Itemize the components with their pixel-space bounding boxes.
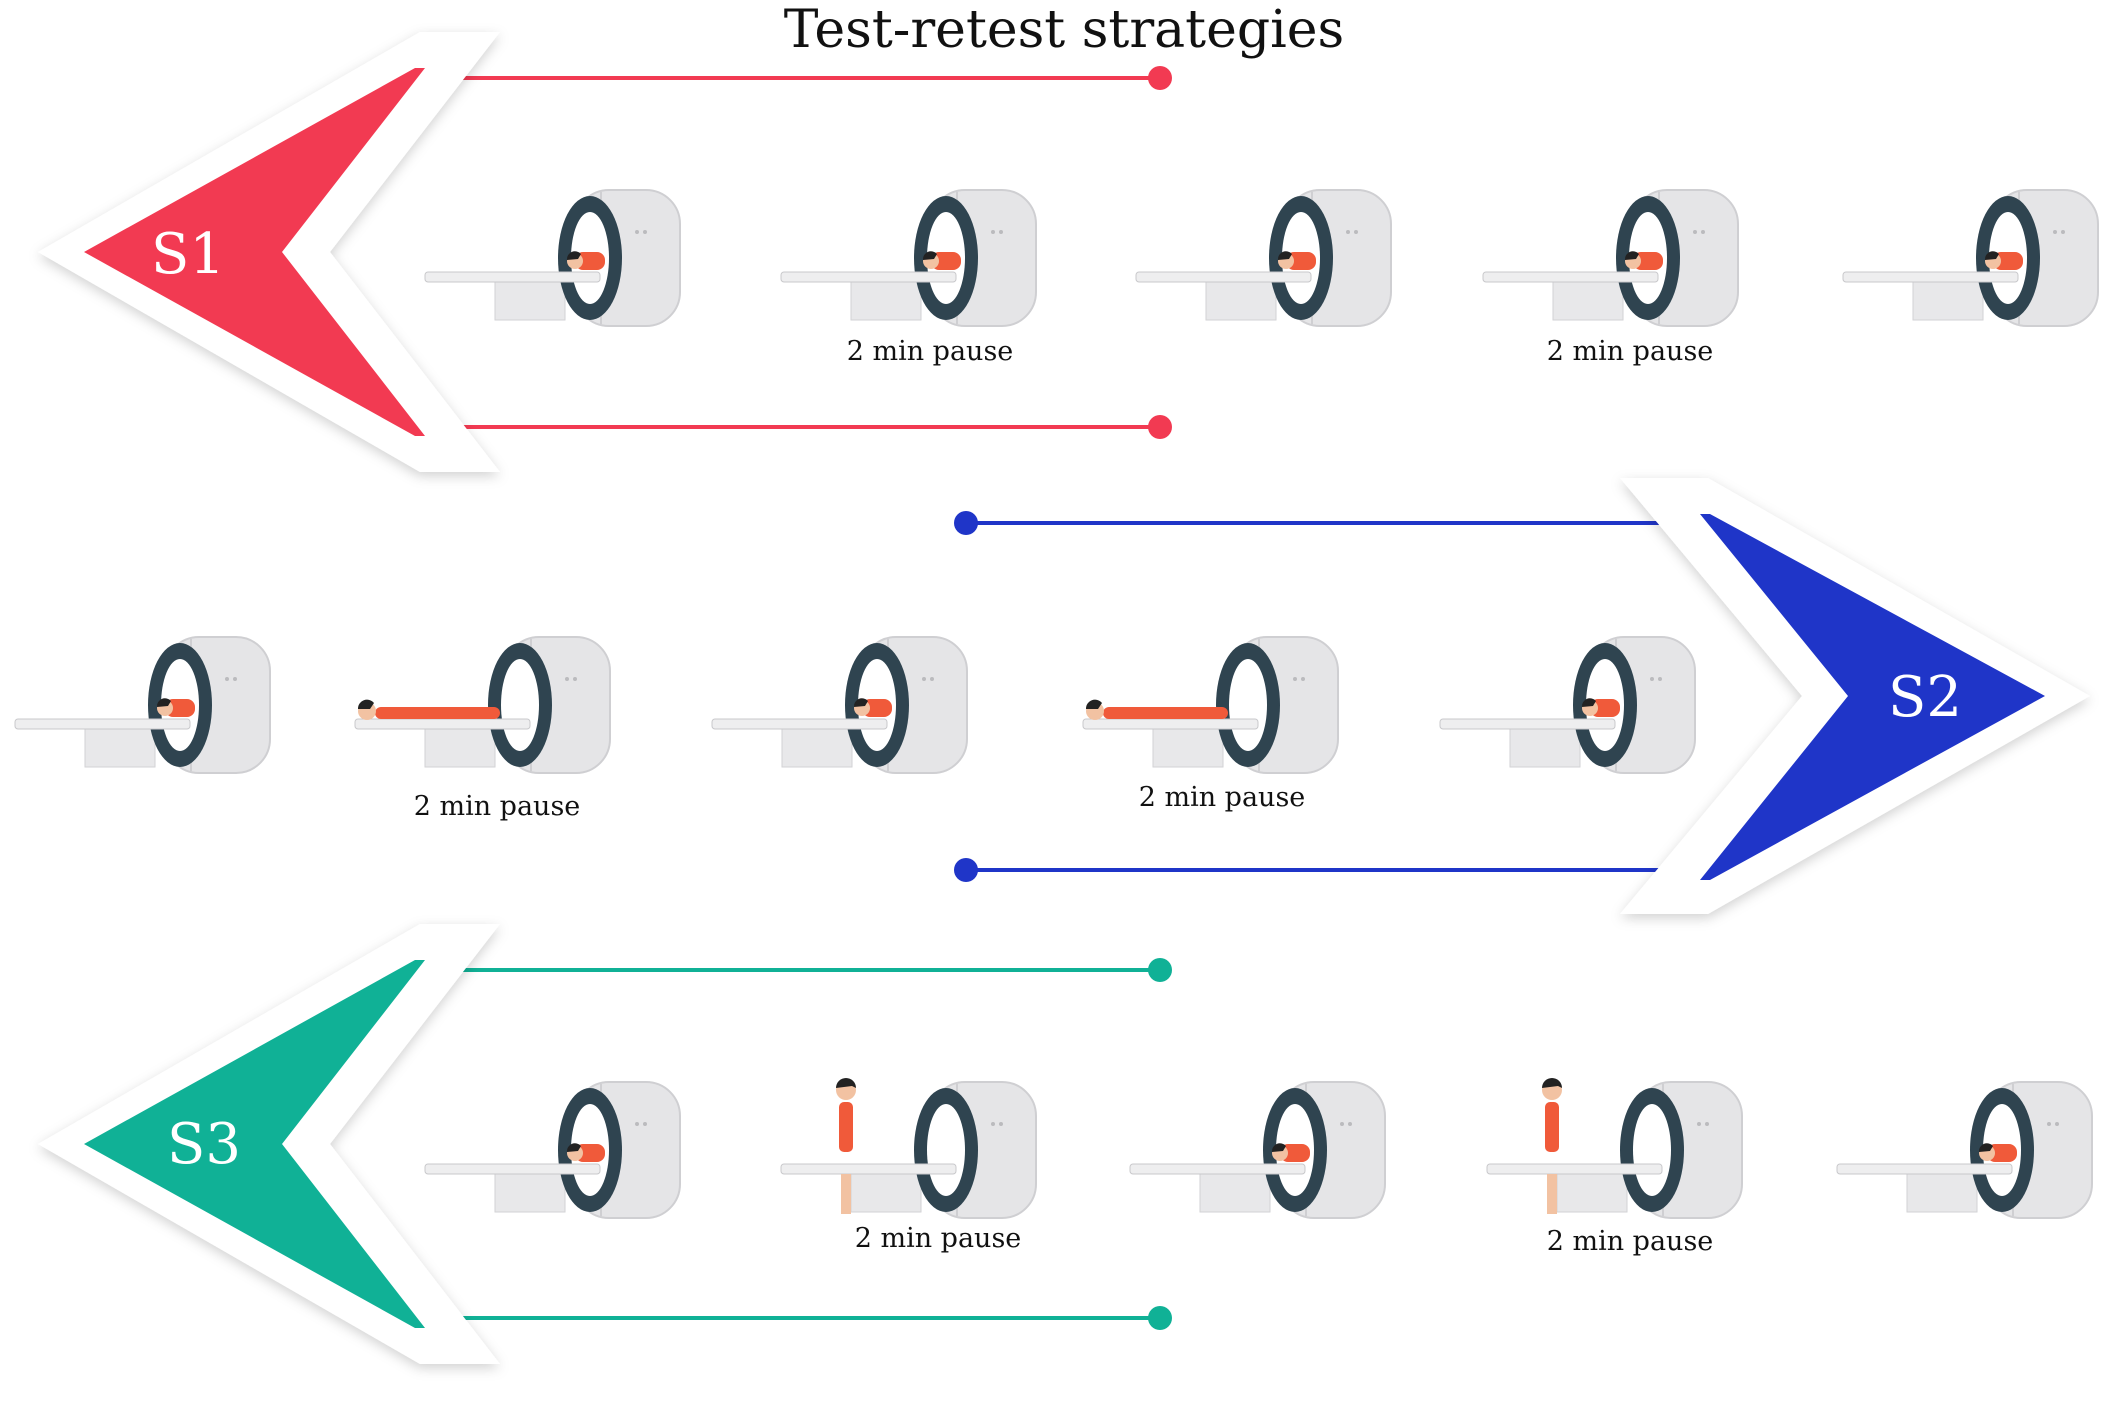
s3-top-connector-dot <box>1148 958 1172 982</box>
s3-scan-row: 2 min pause 2 min pause <box>424 1078 2093 1257</box>
s2-top-connector-dot <box>954 511 978 535</box>
mri-scanner-icon <box>14 636 271 774</box>
s1-scan-row: 2 min pause 2 min pause <box>424 189 2099 367</box>
mri-scanner-icon <box>1482 189 1739 327</box>
mri-scanner-icon <box>424 1081 681 1219</box>
s2-scan-row: 2 min pause 2 min pause <box>14 636 1696 822</box>
s3-pause-label: 2 min pause <box>855 1223 1022 1254</box>
s1-top-connector-dot <box>1148 66 1172 90</box>
mri-scanner-icon <box>780 1078 1037 1219</box>
diagram-title: Test-retest strategies <box>783 0 1345 60</box>
s1-pause-label: 2 min pause <box>847 336 1014 367</box>
mri-scanner-icon <box>780 189 1037 327</box>
mri-scanner-icon <box>1836 1081 2093 1219</box>
s2-pause-label: 2 min pause <box>414 791 581 822</box>
mri-scanner-icon <box>354 636 611 774</box>
s1-pause-label: 2 min pause <box>1547 336 1714 367</box>
mri-scanner-icon <box>1439 636 1696 774</box>
strategy-s2: S2 <box>954 478 2090 914</box>
s1-label: S1 <box>151 222 225 287</box>
strategy-s3: S3 <box>38 924 1172 1364</box>
strategy-s1: S1 <box>38 32 1172 472</box>
s3-bottom-connector-dot <box>1148 1306 1172 1330</box>
s3-pause-label: 2 min pause <box>1547 1226 1714 1257</box>
s2-chevron-badge <box>1700 514 2045 880</box>
s2-bottom-connector-dot <box>954 858 978 882</box>
mri-scanner-icon <box>711 636 968 774</box>
s1-chevron-badge <box>84 68 425 436</box>
mri-scanner-icon <box>1135 189 1392 327</box>
mri-scanner-icon <box>1486 1078 1743 1219</box>
s2-label: S2 <box>1888 665 1962 730</box>
s1-bottom-connector-dot <box>1148 415 1172 439</box>
mri-scanner-icon <box>1129 1081 1386 1219</box>
mri-scanner-icon <box>1082 636 1339 774</box>
mri-scanner-icon <box>1842 189 2099 327</box>
s3-chevron-badge <box>84 960 425 1328</box>
s2-pause-label: 2 min pause <box>1139 782 1306 813</box>
mri-scanner-icon <box>424 189 681 327</box>
s3-label: S3 <box>167 1112 241 1177</box>
